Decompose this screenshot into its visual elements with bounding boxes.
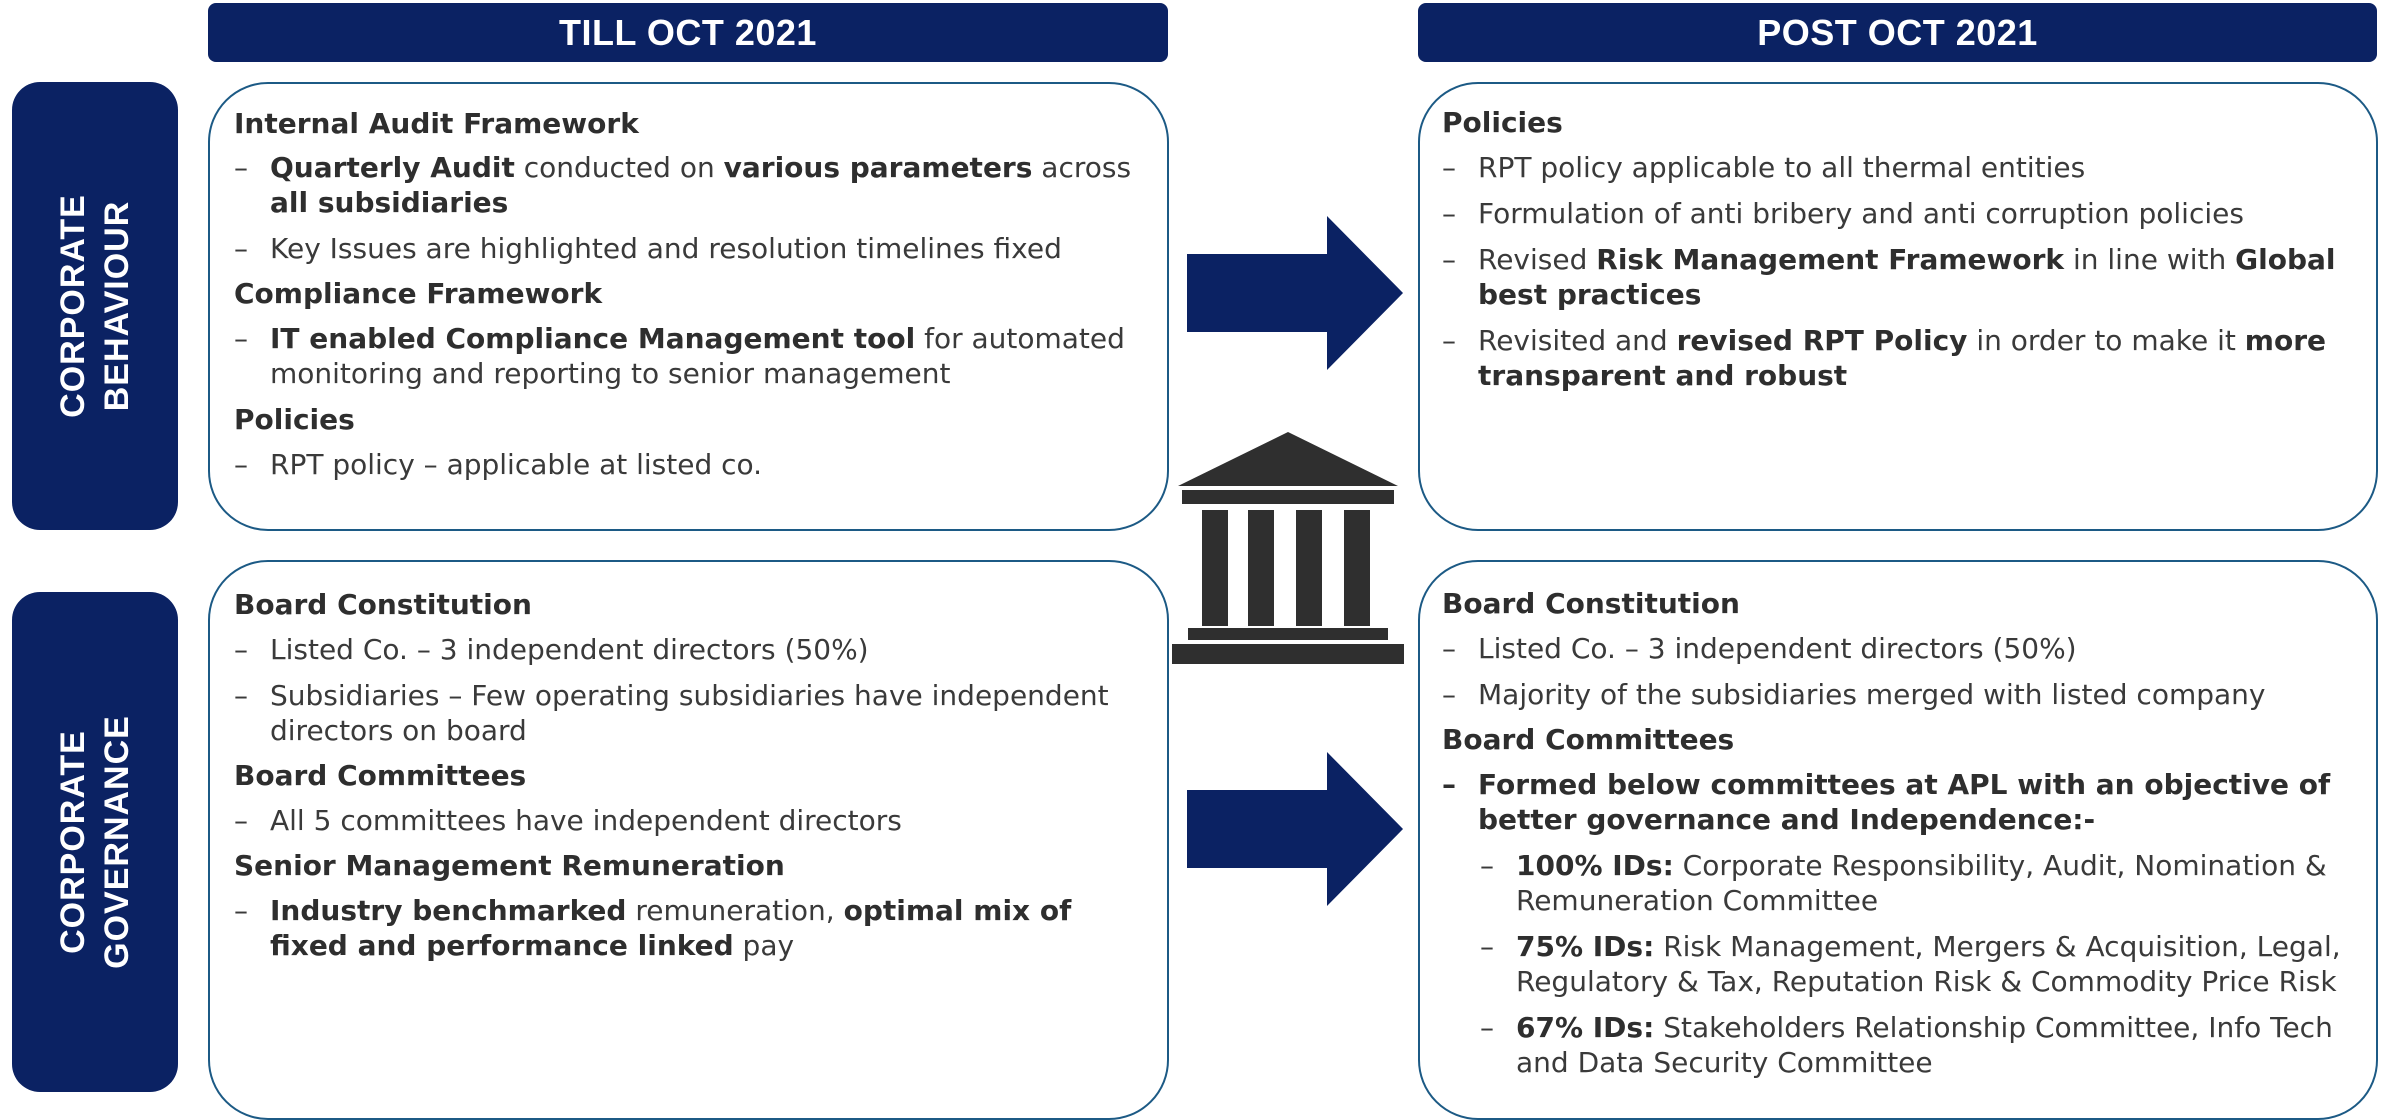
section-heading: Board Committees: [234, 759, 527, 792]
bullet-item: Industry benchmarked remuneration, optim…: [234, 893, 1149, 963]
header-till-oct-2021: TILL OCT 2021: [208, 3, 1168, 62]
bullet-item: IT enabled Compliance Management tool fo…: [234, 321, 1149, 391]
row-label-line-2: BEHAVIOUR: [98, 200, 136, 412]
row-label-corporate-behaviour: CORPORATE BEHAVIOUR: [12, 82, 178, 530]
behaviour-till-content: Internal Audit Framework Quarterly Audit…: [234, 106, 1149, 482]
bullet-item: Revisited and revised RPT Policy in orde…: [1442, 323, 2354, 393]
section-heading: Internal Audit Framework: [234, 107, 639, 140]
section-heading: Policies: [234, 403, 355, 436]
header-post-oct-2021: POST OCT 2021: [1418, 3, 2377, 62]
section-heading: Board Constitution: [1442, 587, 1740, 620]
bullet-item: Revised Risk Management Framework in lin…: [1442, 242, 2354, 312]
bullet-item: Key Issues are highlighted and resolutio…: [234, 231, 1149, 266]
bullet-item: RPT policy – applicable at listed co.: [234, 447, 1149, 482]
right-arrow-icon: [1187, 216, 1403, 370]
right-arrow-icon: [1187, 752, 1403, 906]
row-label-corporate-governance: CORPORATE GOVERNANCE: [12, 592, 178, 1092]
bullet-item: Subsidiaries – Few operating subsidiarie…: [234, 678, 1149, 748]
bullet-item: Formed below committees at APL with an o…: [1442, 767, 2354, 837]
section-heading: Board Committees: [1442, 723, 1735, 756]
row-label-line-1: CORPORATE: [54, 194, 92, 418]
bank-building-icon: [1172, 432, 1404, 664]
governance-post-content: Board Constitution Listed Co. – 3 indepe…: [1442, 586, 2354, 1080]
bullet-item: Quarterly Audit conducted on various par…: [234, 150, 1149, 220]
bullet-item: All 5 committees have independent direct…: [234, 803, 1149, 838]
governance-till-content: Board Constitution Listed Co. – 3 indepe…: [234, 587, 1149, 963]
bullet-item: Majority of the subsidiaries merged with…: [1442, 677, 2354, 712]
behaviour-post-content: Policies RPT policy applicable to all th…: [1442, 105, 2354, 393]
bullet-item: Listed Co. – 3 independent directors (50…: [1442, 631, 2354, 666]
sub-bullet-item: 75% IDs: Risk Management, Mergers & Acqu…: [1442, 929, 2354, 999]
section-heading: Compliance Framework: [234, 277, 603, 310]
sub-bullet-item: 67% IDs: Stakeholders Relationship Commi…: [1442, 1010, 2354, 1080]
section-heading: Senior Management Remuneration: [234, 849, 785, 882]
section-heading: Policies: [1442, 106, 1563, 139]
bullet-item: Formulation of anti bribery and anti cor…: [1442, 196, 2354, 231]
section-heading: Board Constitution: [234, 588, 532, 621]
row-label-line-1: CORPORATE: [54, 730, 92, 954]
sub-bullet-item: 100% IDs: Corporate Responsibility, Audi…: [1442, 848, 2354, 918]
bullet-item: RPT policy applicable to all thermal ent…: [1442, 150, 2354, 185]
bullet-item: Listed Co. – 3 independent directors (50…: [234, 632, 1149, 667]
row-label-line-2: GOVERNANCE: [98, 715, 136, 969]
